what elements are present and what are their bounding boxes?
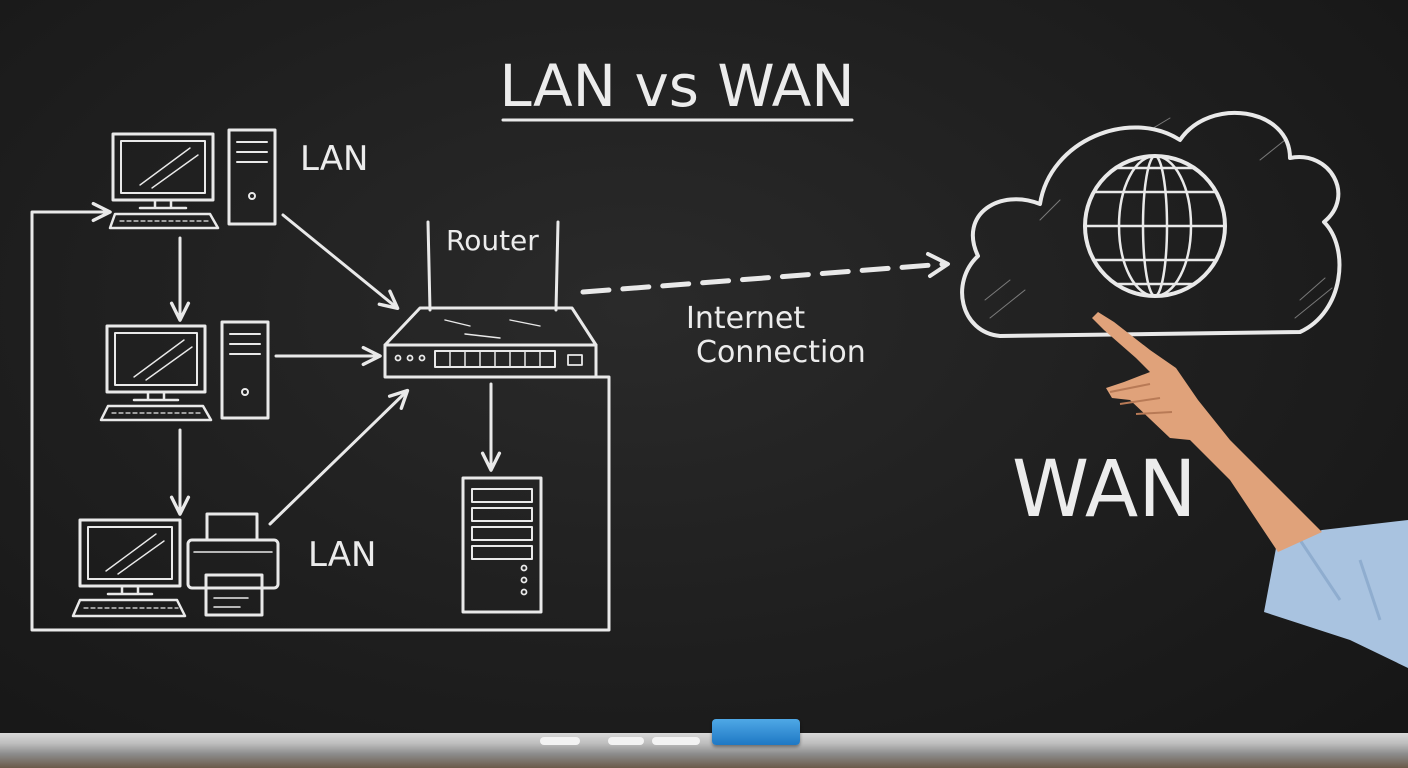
computer-icon (108, 132, 220, 230)
router-icon (383, 220, 598, 379)
tower-icon (220, 320, 270, 420)
chalk-piece[interactable] (652, 737, 700, 745)
hand-icon (1092, 312, 1408, 668)
chalk-tray (0, 733, 1408, 768)
internet-label-line2: Connection (696, 335, 866, 370)
diagram-title: LAN vs WAN (499, 52, 854, 120)
computer-icon (99, 324, 213, 422)
wan-label: WAN (1012, 445, 1197, 535)
lan-connections (30, 201, 611, 632)
chalk-piece[interactable] (608, 737, 644, 745)
board-eraser[interactable] (712, 719, 800, 745)
server-icon (461, 476, 543, 614)
cloud-icon (960, 110, 1342, 338)
internet-link-arrowhead (926, 252, 950, 278)
chalk-piece[interactable] (540, 737, 580, 745)
lan-label-top: LAN (300, 139, 368, 179)
internet-link (580, 261, 948, 295)
router-label: Router (446, 224, 539, 257)
internet-label-line1: Internet (686, 301, 805, 336)
globe-icon (1083, 154, 1227, 298)
printer-icon (186, 512, 280, 617)
tower-icon (227, 128, 277, 226)
lan-label-bottom: LAN (308, 535, 376, 575)
computer-icon (71, 518, 187, 618)
